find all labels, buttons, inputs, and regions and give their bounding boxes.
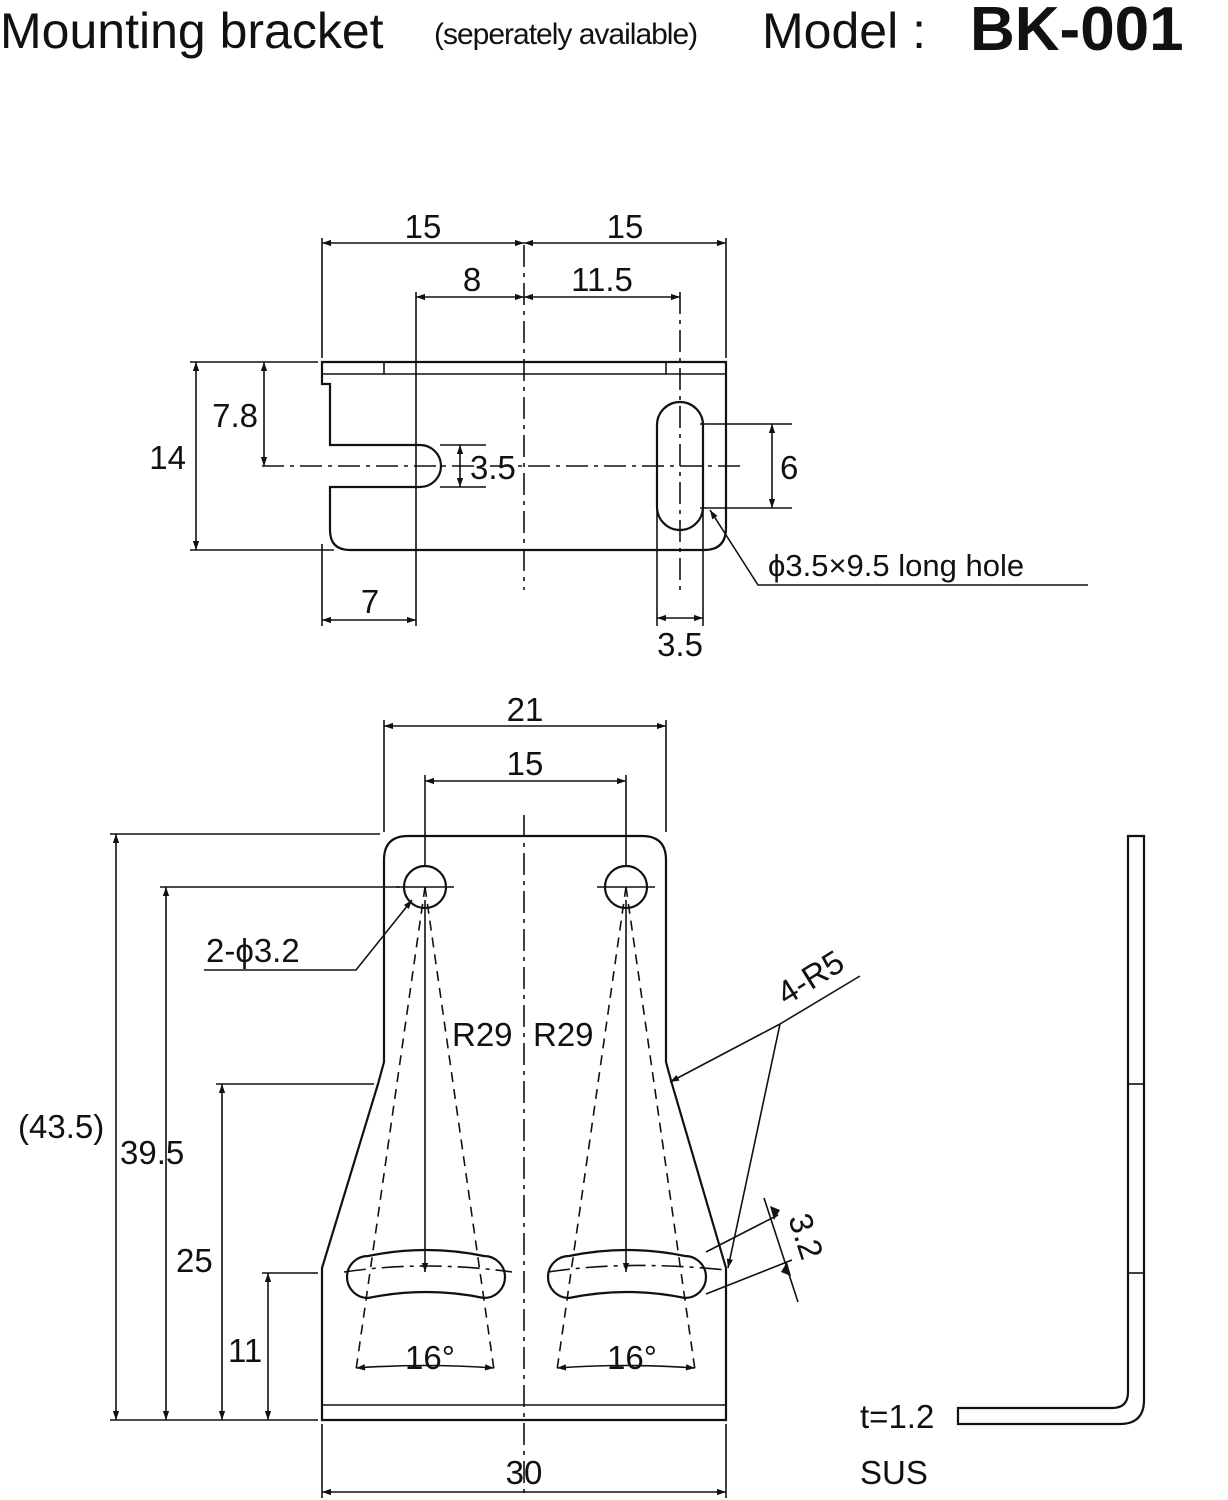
corner-radius-note: 4-R5 <box>770 943 850 1012</box>
top-view-outline <box>320 360 728 552</box>
dim-text-8: 8 <box>463 261 481 298</box>
dim-text-11: 11 <box>228 1332 262 1369</box>
title-main: Mounting bracket <box>0 3 384 59</box>
arc-center-line <box>343 1265 513 1273</box>
angle-arc-left <box>355 1364 495 1371</box>
corner-leader <box>726 1023 781 1269</box>
dim-text-15-right: 15 <box>607 208 644 245</box>
hole-leader <box>204 899 413 971</box>
arc-center-line <box>547 1264 727 1273</box>
top-view: 15 15 8 11.5 14 7.8 3.5 6 7 3.5 ϕ3.5×9.5… <box>149 208 1088 663</box>
fan-line <box>556 886 627 1371</box>
long-hole-note: ϕ3.5×9.5 long hole <box>768 548 1024 583</box>
angle-text-right: 16° <box>607 1339 657 1376</box>
ext-line <box>705 1259 793 1295</box>
corner-leader <box>779 975 861 1025</box>
dim-text-39-5: 39.5 <box>120 1134 184 1171</box>
dim-line <box>763 1197 799 1303</box>
fan-line <box>625 886 696 1371</box>
thickness-text: t=1.2 <box>860 1398 934 1435</box>
front-view-outline <box>320 834 728 1422</box>
dim-text-21: 21 <box>507 691 544 728</box>
hole-note: 2-ϕ3.2 <box>206 932 300 969</box>
side-view: t=1.2 SUS <box>860 834 1146 1491</box>
dim-text-25: 25 <box>176 1242 213 1279</box>
arrow-head <box>770 1206 780 1220</box>
title-note: (seperately available) <box>434 18 698 51</box>
dim-text-15-left: 15 <box>405 208 442 245</box>
title-model-label: Model : <box>762 3 926 59</box>
dim-text-30: 30 <box>506 1454 543 1491</box>
ext-line <box>705 1214 779 1253</box>
fan-line <box>355 886 426 1371</box>
arc-slot-left <box>345 1248 507 1300</box>
dim-text-15: 15 <box>507 745 544 782</box>
title-model-code: BK-001 <box>970 0 1184 64</box>
drawing-title: Mounting bracket (seperately available) … <box>0 0 1228 64</box>
side-view-profile <box>956 834 1146 1426</box>
radius-label-left: R29 <box>452 1016 513 1053</box>
arrow-head <box>781 1262 791 1276</box>
dim-text-hole-3-5: 3.5 <box>657 626 703 663</box>
angle-text-left: 16° <box>405 1339 455 1376</box>
slot-width-text: 3.2 <box>781 1209 830 1264</box>
dim-text-6: 6 <box>780 449 798 486</box>
fan-line <box>424 886 495 1371</box>
material-text: SUS <box>860 1454 928 1491</box>
dim-text-7-8: 7.8 <box>212 397 258 434</box>
dim-text-7: 7 <box>361 583 379 620</box>
dim-text-11-5: 11.5 <box>571 261 633 298</box>
radius-label-right: R29 <box>533 1016 594 1053</box>
front-view: 21 15 (43.5) 39.5 25 11 30 2-ϕ3.2 R29 R2… <box>18 691 861 1498</box>
long-hole-leader <box>709 509 1088 586</box>
corner-leader <box>669 1023 781 1083</box>
arc-slot-right <box>546 1248 708 1300</box>
dim-text-slot-3-5: 3.5 <box>470 449 516 486</box>
angle-arc-right <box>556 1364 696 1371</box>
dim-text-43-5: (43.5) <box>18 1108 104 1145</box>
dim-text-14: 14 <box>149 439 186 476</box>
